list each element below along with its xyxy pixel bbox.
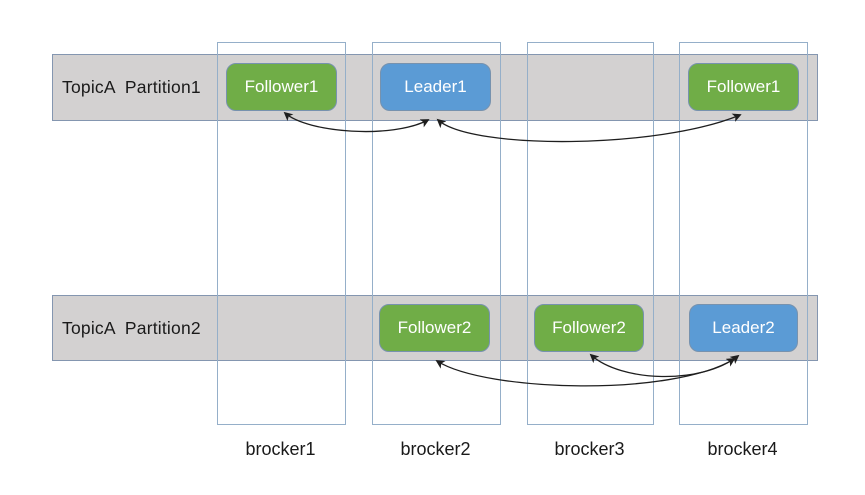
- broker-label-4: brocker4: [707, 438, 778, 459]
- broker-column-3: [527, 42, 654, 425]
- broker-label-2: brocker2: [400, 438, 471, 459]
- replica-box-follower2-brocker3: Follower2: [534, 304, 644, 352]
- broker-column-4: [679, 42, 808, 425]
- broker-label-3: brocker3: [554, 438, 625, 459]
- replica-box-leader1-brocker2: Leader1: [380, 63, 491, 111]
- replica-box-leader2-brocker4: Leader2: [689, 304, 798, 352]
- broker-column-1: [217, 42, 346, 425]
- replica-box-follower1-brocker4: Follower1: [688, 63, 799, 111]
- broker-label-1: brocker1: [245, 438, 316, 459]
- partition-label: TopicA Partition2: [62, 317, 201, 338]
- broker-column-2: [372, 42, 501, 425]
- replica-box-follower2-brocker2: Follower2: [379, 304, 490, 352]
- replica-box-follower1-brocker1: Follower1: [226, 63, 337, 111]
- partition-label: TopicA Partition1: [62, 77, 201, 97]
